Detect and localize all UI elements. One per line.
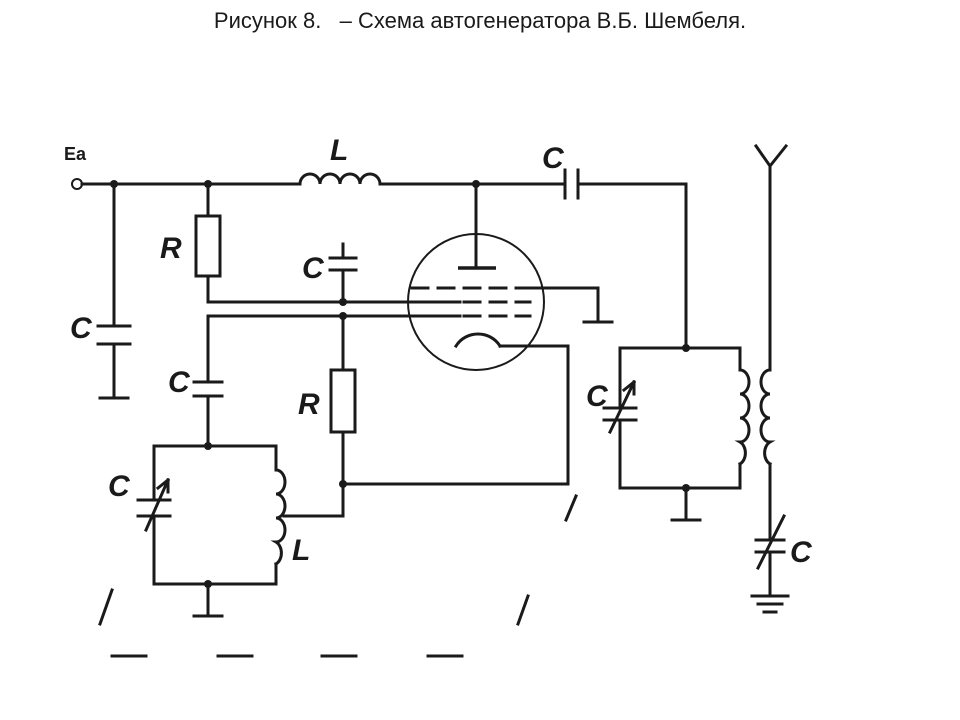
figure-caption: Рисунок 8. – Схема автогенератора В.Б. Ш… — [213, 8, 747, 33]
variable-arrow-antenna-icon — [755, 513, 787, 571]
inductor-antenna — [759, 368, 776, 467]
junction-dot — [339, 298, 347, 306]
junction-dot — [204, 180, 212, 188]
wire-to-right-tank — [576, 182, 688, 350]
inductor-right — [734, 368, 751, 467]
wire-r-mid-bottom — [282, 430, 345, 518]
capacitor-left — [96, 324, 132, 346]
right-tank-left — [618, 346, 742, 490]
left-tank-top — [152, 444, 278, 472]
resistor-mid — [329, 368, 357, 434]
ground-left-tank — [192, 582, 224, 618]
capacitor-left-label: C — [70, 312, 93, 345]
left-tank-left — [152, 444, 278, 586]
junction-dot — [472, 180, 480, 188]
tube-cathode — [453, 332, 503, 349]
junction-dot — [339, 312, 347, 320]
capacitor-grid — [328, 242, 358, 304]
resistor-upper — [194, 214, 222, 278]
capacitor-grid-left — [192, 314, 224, 448]
resistor-mid-label: R — [298, 388, 320, 421]
junction-dot — [204, 580, 212, 588]
stray-mark — [98, 588, 114, 626]
capacitor-variable-right-label: C — [586, 380, 609, 413]
stray-mark — [516, 594, 530, 626]
junction-dot — [682, 344, 690, 352]
variable-arrow-left-icon — [144, 477, 171, 532]
capacitor-top-label: C — [542, 142, 565, 175]
capacitor-variable-left — [136, 498, 172, 518]
antenna-icon — [753, 143, 789, 372]
inductor-left — [270, 468, 287, 567]
junction-dot — [110, 180, 118, 188]
capacitor-top — [563, 168, 580, 200]
capacitor-grid-label: C — [302, 252, 325, 285]
capacitor-antenna-label: C — [790, 536, 813, 569]
inductor-top — [298, 172, 382, 186]
capacitor-antenna — [754, 462, 786, 598]
ground-left — [98, 342, 130, 400]
ground-right-tank — [670, 486, 702, 522]
supply-label: Ea — [64, 144, 87, 164]
ground-antenna-icon — [750, 594, 790, 614]
junction-dot — [682, 484, 690, 492]
wire-screen-grid — [206, 274, 462, 304]
right-tank-top — [618, 346, 742, 372]
junction-dot — [204, 442, 212, 450]
stray-mark — [564, 494, 578, 522]
inductor-left-label: L — [292, 534, 310, 567]
wire-cathode — [341, 344, 570, 486]
junction-dot — [339, 480, 347, 488]
capacitor-grid-left-label: C — [168, 366, 191, 399]
capacitor-variable-left-label: C — [108, 470, 131, 503]
resistor-upper-label: R — [160, 232, 182, 265]
ground-suppressor — [528, 286, 614, 324]
inductor-top-label: L — [330, 134, 348, 167]
variable-arrow-right-icon — [607, 379, 637, 435]
